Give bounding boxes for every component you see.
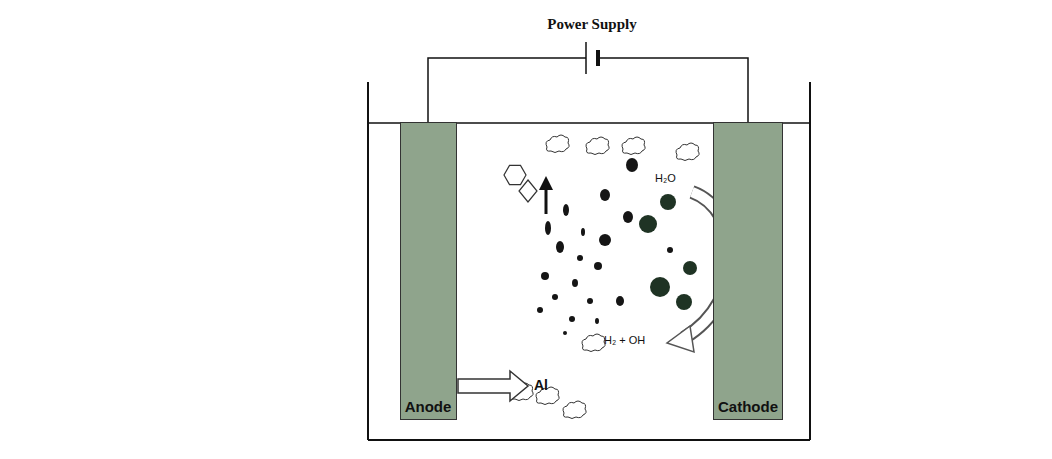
particle (594, 262, 602, 270)
particle (667, 247, 673, 253)
cathode-electrode: Cathode (713, 122, 783, 420)
battery-plate (596, 50, 600, 66)
particle (537, 307, 543, 313)
particle (577, 255, 583, 261)
floc (676, 143, 699, 161)
particles (537, 158, 697, 335)
rising-arrow-head (539, 176, 553, 190)
particle (572, 279, 578, 287)
particle (595, 318, 599, 324)
tank-wall (368, 439, 810, 441)
wires (428, 58, 748, 122)
particle (623, 211, 633, 223)
floc (546, 135, 569, 153)
wire (428, 58, 586, 122)
particle (600, 189, 610, 201)
particle (626, 158, 638, 172)
particle (616, 296, 624, 306)
electrode-label: Anode (405, 398, 452, 419)
particle (683, 261, 697, 275)
tank-wall (367, 82, 369, 440)
power-supply-label: Power Supply (547, 16, 636, 33)
particle (660, 194, 676, 210)
tank (368, 82, 810, 440)
flocs (510, 135, 699, 419)
particle (639, 215, 657, 233)
release-arrow (458, 371, 528, 401)
electrode-label: Cathode (718, 398, 778, 419)
floc (563, 401, 586, 419)
particle (676, 294, 692, 310)
species-label: H₂O (655, 172, 676, 184)
wire (598, 58, 748, 122)
particle (587, 298, 593, 304)
particle (563, 204, 569, 216)
particle (563, 331, 567, 335)
rising-arrow (545, 188, 548, 214)
battery-plate (585, 42, 587, 74)
species-label: H₂ + OH (604, 334, 645, 346)
particle (552, 294, 558, 300)
floc (582, 334, 605, 352)
particle (581, 228, 585, 236)
floc (622, 137, 645, 155)
hexagon-particle (504, 165, 526, 184)
particle (545, 221, 551, 235)
anode-electrode: Anode (400, 122, 457, 420)
tank-wall (809, 82, 811, 440)
reaction-arrow-head (667, 326, 694, 352)
particle (599, 234, 611, 246)
particle (541, 272, 549, 280)
particle (650, 277, 670, 297)
floc (586, 137, 609, 155)
particle (569, 316, 575, 322)
species-label: Al (534, 378, 548, 393)
particle (556, 241, 564, 253)
battery-symbol (586, 42, 598, 74)
diamond-particle (519, 180, 537, 202)
